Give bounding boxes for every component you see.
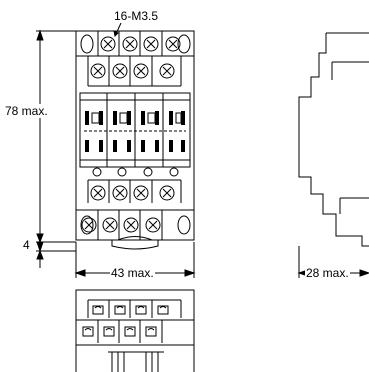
terminal-size-label: 16-M3.5 — [114, 9, 159, 23]
terminal-screws — [81, 36, 181, 233]
side-view — [297, 32, 369, 278]
socket-body-outline — [75, 30, 195, 241]
dimension-lines — [36, 29, 196, 278]
width-dimension-label: 43 max. — [110, 266, 155, 280]
offset-dimension-label: 4 — [23, 238, 30, 252]
bottom-partial-view — [75, 289, 195, 372]
relay-contacts — [85, 111, 185, 152]
front-view — [75, 30, 195, 250]
height-dimension-label: 78 max. — [4, 104, 49, 118]
depth-dimension-label: 28 max. — [305, 266, 350, 280]
